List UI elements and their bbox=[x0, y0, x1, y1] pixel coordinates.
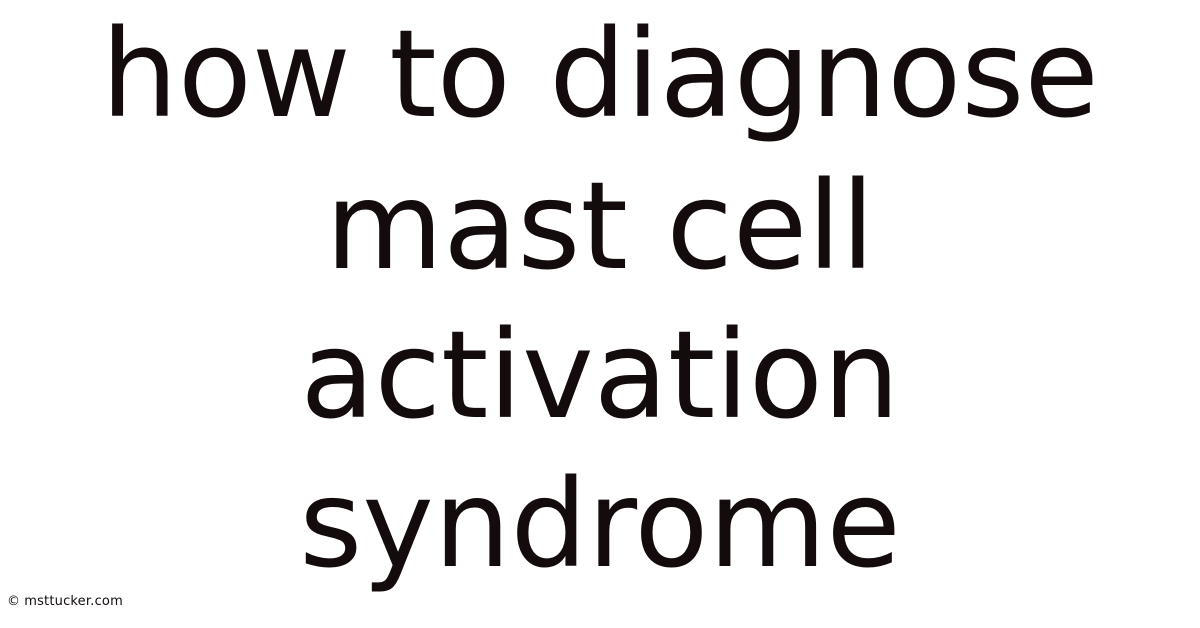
title-line-1: how to diagnose bbox=[101, 4, 1099, 145]
copyright-icon: © bbox=[7, 594, 21, 609]
watermark-domain: msttucker.com bbox=[24, 594, 123, 609]
title-line-2: mast cell bbox=[325, 156, 875, 297]
title-line-4: syndrome bbox=[299, 454, 901, 595]
title-line-3: activation bbox=[300, 305, 900, 446]
site-watermark: ©msttucker.com bbox=[7, 594, 123, 610]
